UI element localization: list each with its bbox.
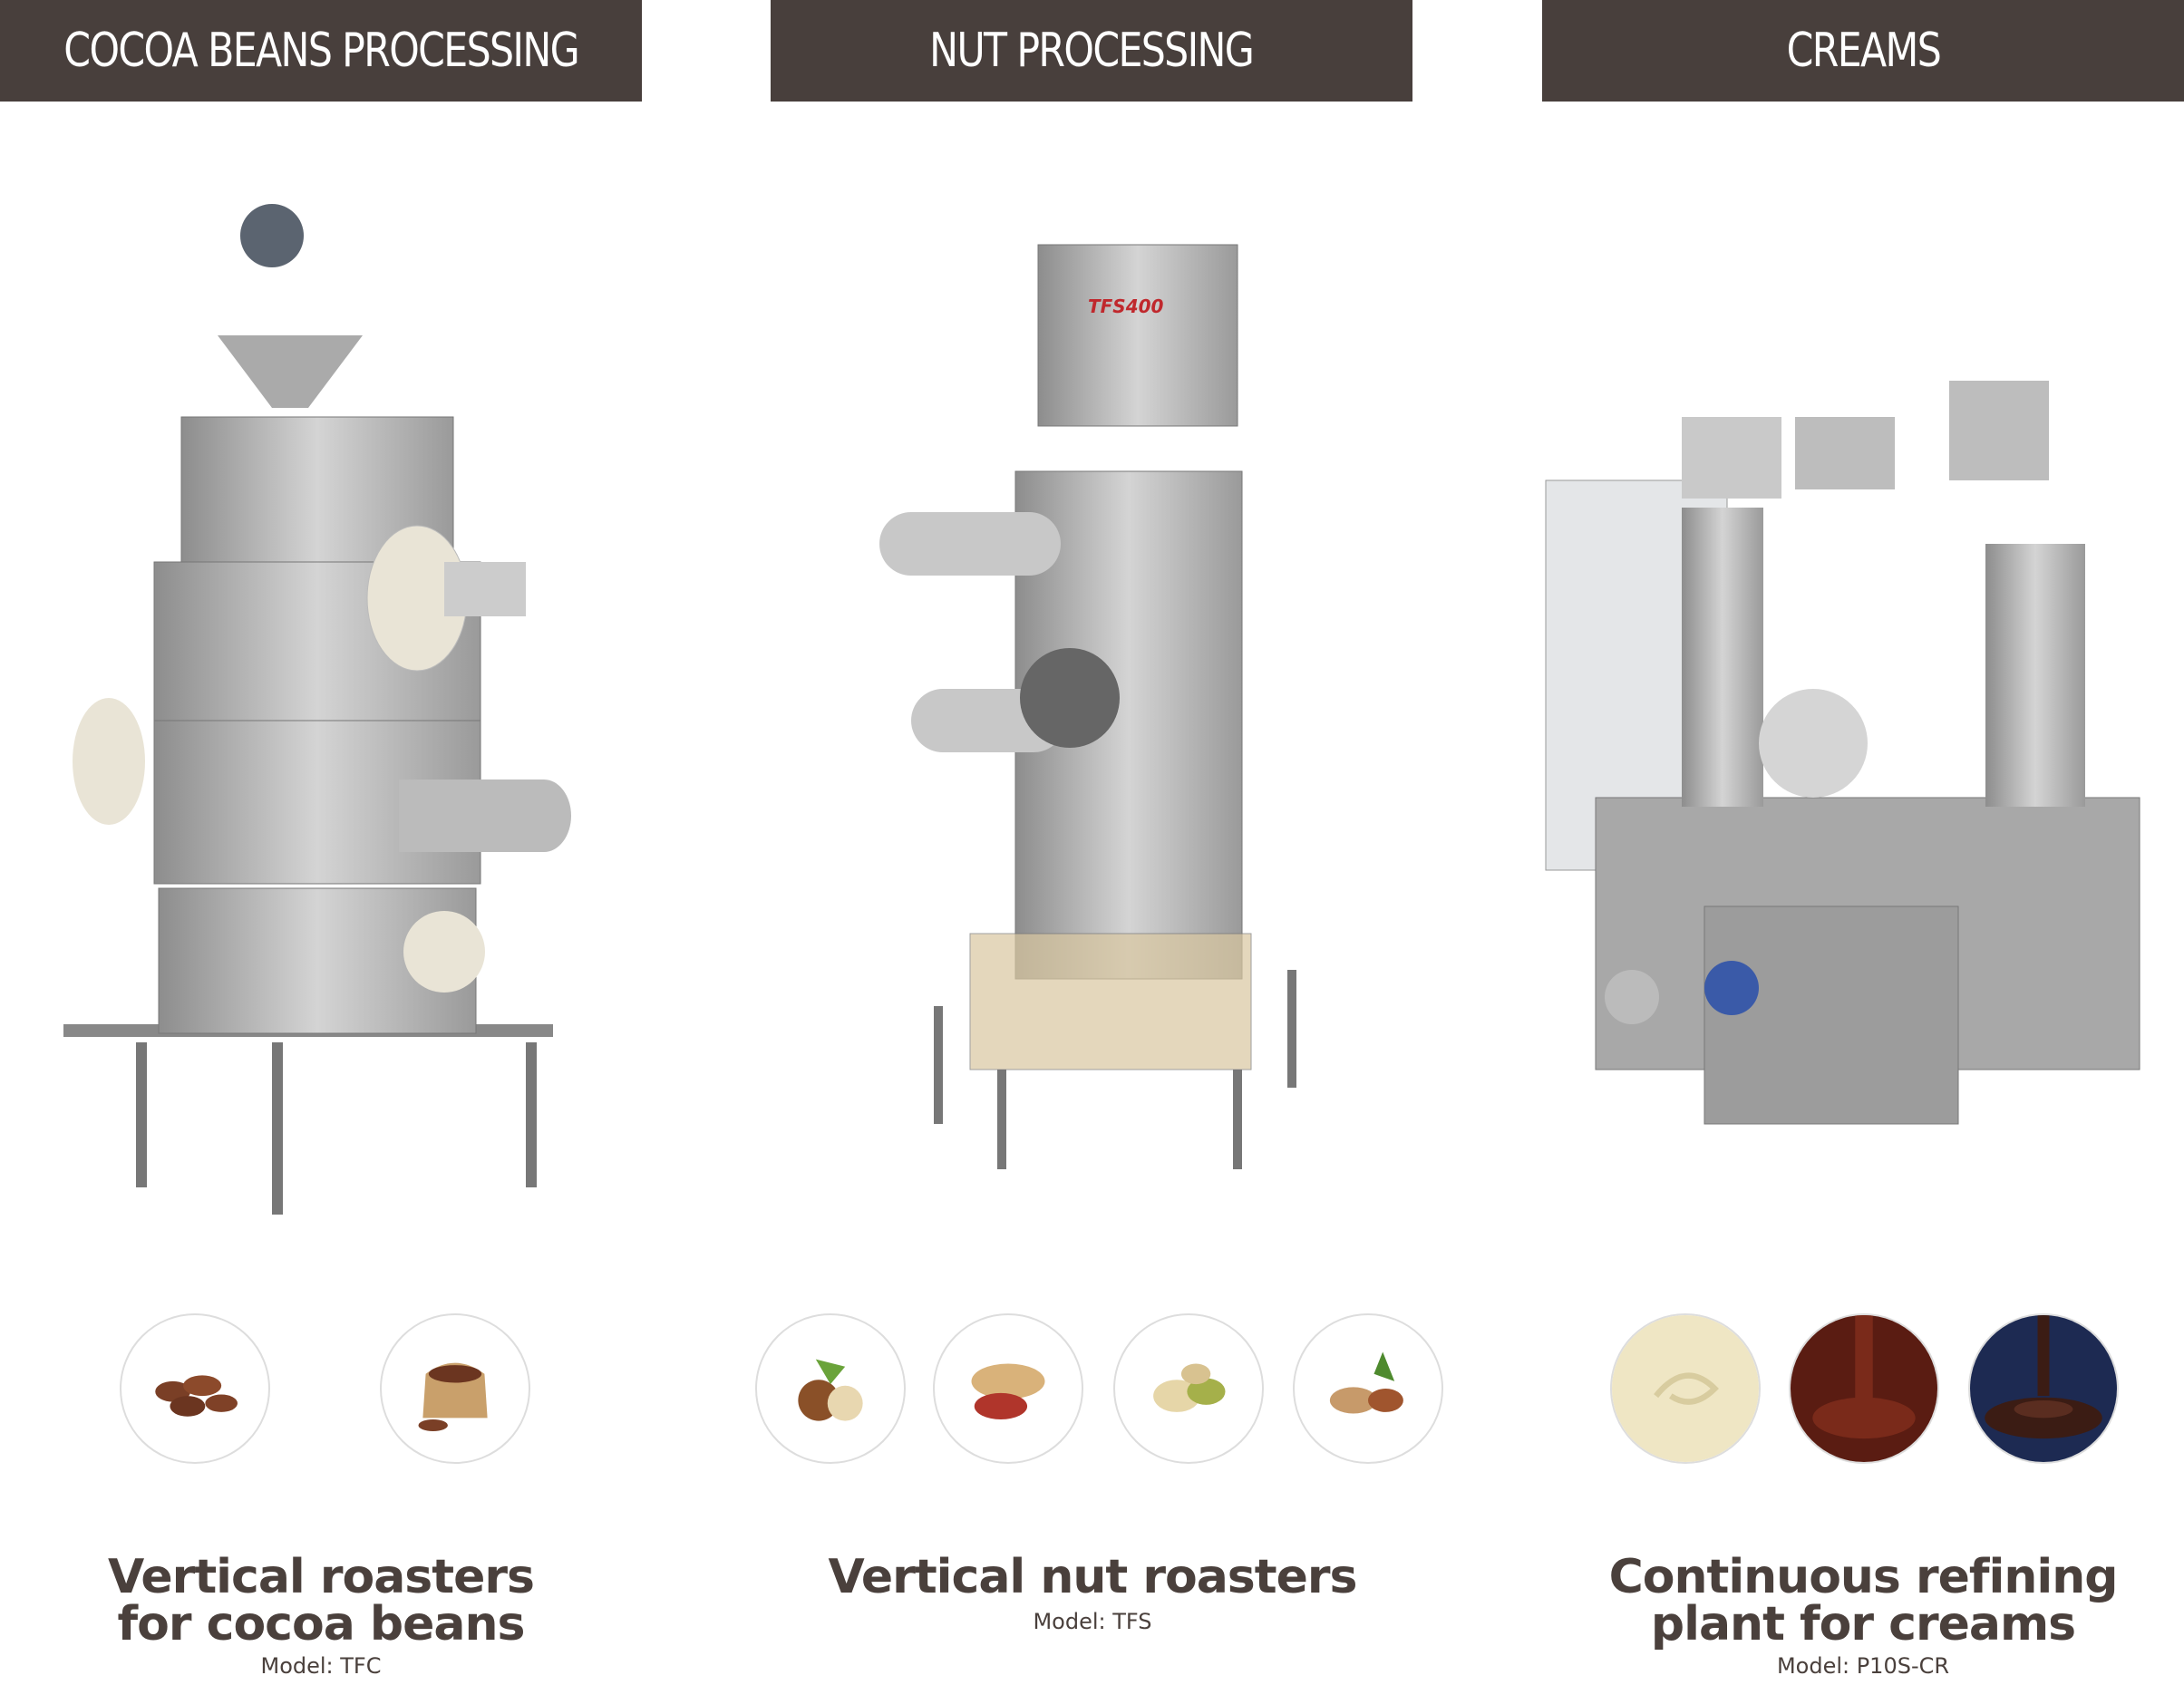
cocoa-beans-icon [120, 1313, 270, 1464]
pistachio-icon [1113, 1313, 1264, 1464]
title-line: for cocoa beans [117, 1597, 526, 1651]
model-label-creams: Model: P10S-CR [1776, 1653, 1950, 1679]
nut-roaster-image: TFS400 [879, 244, 1296, 1169]
machine-label: TFS400 [1088, 295, 1164, 317]
title-line: Vertical roasters [108, 1550, 535, 1604]
peanut-icon [933, 1313, 1083, 1464]
title-line: plant for creams [1650, 1597, 2076, 1651]
model-label-nut: Model: TFS [1033, 1609, 1152, 1634]
chocolate-drop-icon [1968, 1313, 2119, 1464]
header-creams: CREAMS [1542, 0, 2184, 102]
header-label: NUT PROCESSING [929, 24, 1255, 78]
header-nut-processing: NUT PROCESSING [771, 0, 1412, 102]
cocoa-roaster-image [63, 204, 571, 1215]
header-label: CREAMS [1786, 24, 1941, 78]
header-cocoa-beans-processing: COCOA BEANS PROCESSING [0, 0, 642, 102]
title-line: Continuous refining [1608, 1550, 2119, 1604]
product-title-cocoa: Vertical roasters for cocoa beans [4, 1554, 638, 1648]
cream-refining-plant-image [1545, 381, 2140, 1125]
white-cream-icon [1610, 1313, 1761, 1464]
header-label: COCOA BEANS PROCESSING [63, 24, 579, 78]
product-title-creams: Continuous refining plant for creams [1546, 1554, 2180, 1648]
title-line: Vertical nut roasters [828, 1550, 1358, 1604]
hazelnut-icon [755, 1313, 906, 1464]
almond-icon [1293, 1313, 1443, 1464]
cocoa-sack-icon [380, 1313, 530, 1464]
chocolate-pour-icon [1789, 1313, 1939, 1464]
model-label-cocoa: Model: TFC [260, 1653, 382, 1679]
product-title-nut: Vertical nut roasters [775, 1554, 1410, 1601]
